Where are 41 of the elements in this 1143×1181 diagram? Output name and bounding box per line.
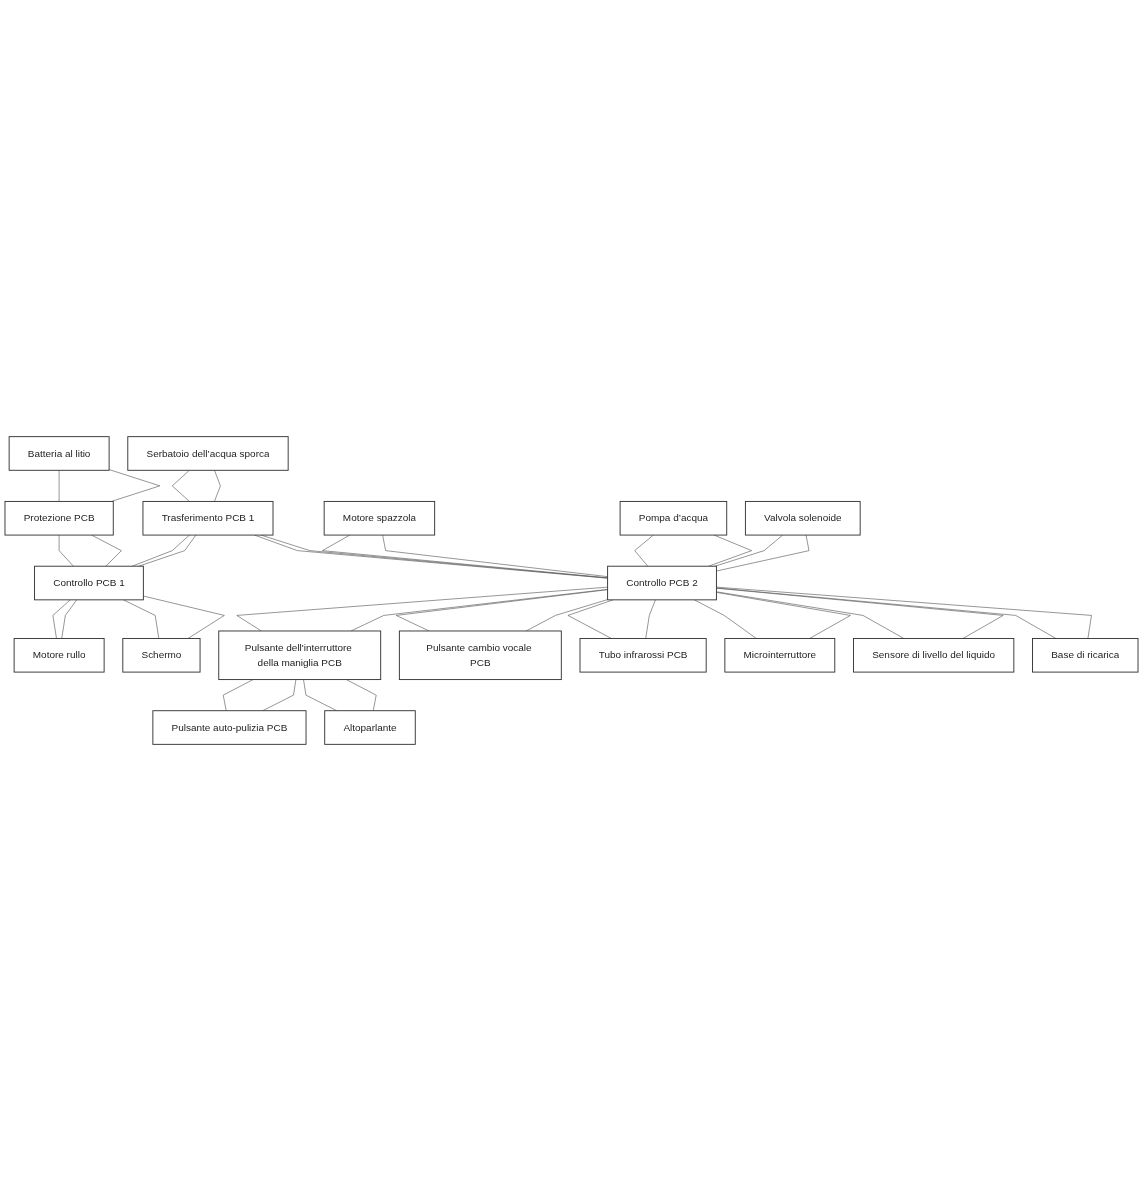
connector: [131, 534, 190, 567]
connector: [716, 591, 905, 639]
node-box: Pompa d’acqua: [619, 500, 728, 536]
node-box: Trasferimento PCB 1: [142, 500, 274, 536]
connector: [138, 534, 197, 567]
node-box: Pulsante cambio vocale PCB: [398, 630, 562, 681]
connector: [395, 589, 608, 632]
node-box: Pulsante auto-pulizia PCB: [152, 710, 307, 745]
node-box: Altoparlante: [324, 710, 416, 745]
node-box: Serbatoio dell’acqua sporca: [127, 436, 289, 471]
node-box: Valvola solenoide: [744, 500, 861, 536]
connector: [143, 595, 225, 639]
connector: [716, 592, 851, 639]
node-box: Motore spazzola: [323, 500, 436, 536]
connector: [716, 587, 1004, 639]
node-box: Base di ricarica: [1032, 638, 1139, 673]
node-box: Controllo PCB 1: [34, 565, 144, 601]
node-box: Protezione PCB: [4, 500, 114, 536]
node-box: Sensore di livello del liquido: [853, 638, 1015, 673]
node-box: Motore rullo: [13, 638, 105, 673]
node-box: Batteria al litio: [8, 436, 110, 471]
connector: [346, 679, 377, 711]
connector: [645, 599, 656, 639]
connector: [58, 470, 60, 502]
connector: [58, 534, 74, 567]
connector: [61, 599, 77, 639]
connector: [714, 534, 783, 567]
connector: [262, 679, 297, 711]
node-box: Pulsante dell'interruttore della maniglia PCB: [218, 630, 382, 681]
connector: [716, 534, 810, 572]
connector: [693, 599, 757, 639]
connector: [222, 679, 254, 711]
connector: [322, 534, 608, 579]
node-box: Microinterruttore: [724, 638, 836, 673]
node-box: Tubo infrarossi PCB: [579, 638, 707, 673]
connector: [382, 534, 608, 577]
connector: [214, 470, 221, 502]
connector: [123, 599, 160, 639]
node-box: Schermo: [122, 638, 201, 673]
node-box: Controllo PCB 2: [607, 565, 717, 601]
connector: [236, 586, 608, 632]
